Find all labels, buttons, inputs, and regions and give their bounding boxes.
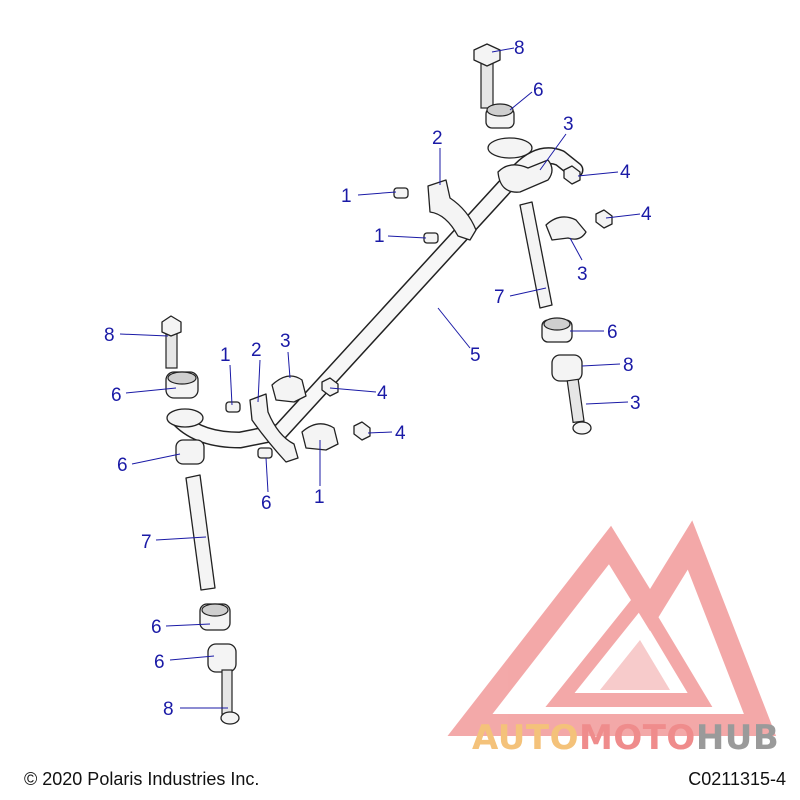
bolt-lower-left xyxy=(220,669,240,725)
callout-label: 8 xyxy=(623,355,634,376)
nut-right-upper xyxy=(563,165,581,185)
watermark-hub: HUB xyxy=(695,718,780,758)
bolt-upper-a xyxy=(393,187,409,199)
watermark-moto: MOTO xyxy=(578,718,696,758)
link-rod-left xyxy=(185,474,216,591)
bolt-upper-right xyxy=(473,43,501,109)
callout-label: 6 xyxy=(111,385,122,406)
callout-label: 3 xyxy=(577,264,588,285)
watermark-text: AUTOMOTOHUB xyxy=(472,718,779,758)
callout-label: 1 xyxy=(341,186,352,207)
callout-label: 6 xyxy=(117,455,128,476)
nut-left-upper xyxy=(321,377,339,397)
bushing-right-lower-b xyxy=(551,354,583,382)
callout-label: 8 xyxy=(104,325,115,346)
callout-label: 4 xyxy=(377,383,388,404)
callout-label: 8 xyxy=(514,38,525,59)
bracket-upper xyxy=(427,179,477,241)
bolt-lower-a xyxy=(225,401,241,413)
clamp-left-upper xyxy=(271,375,307,403)
callout-label: 6 xyxy=(533,80,544,101)
bushing-upper-left xyxy=(165,371,199,399)
watermark-logo xyxy=(447,520,777,736)
callout-label: 3 xyxy=(280,331,291,352)
callout-label: 6 xyxy=(607,322,618,343)
leader-lines xyxy=(119,47,641,709)
clamp-left-lower xyxy=(301,423,339,451)
bushing-upper-right xyxy=(485,103,515,129)
clamp-right-upper xyxy=(497,159,553,193)
callout-label: 7 xyxy=(141,532,152,553)
callout-label: 5 xyxy=(470,345,481,366)
bushing-left-lower-b xyxy=(207,643,237,673)
callout-label: 4 xyxy=(620,162,631,183)
figure-code: C0211315-4 xyxy=(688,769,786,789)
callout-label: 2 xyxy=(251,340,262,361)
nut-right-lower xyxy=(595,209,613,229)
bolt-lower-b xyxy=(257,447,273,459)
callout-label: 3 xyxy=(630,393,641,414)
watermark-auto: AUTO xyxy=(472,718,579,758)
callout-label: 8 xyxy=(163,699,174,720)
callout-label: 1 xyxy=(220,345,231,366)
copyright-text: © 2020 Polaris Industries Inc. xyxy=(24,769,260,789)
callout-label: 4 xyxy=(641,204,652,225)
callout-label: 7 xyxy=(494,287,505,308)
link-rod-right xyxy=(519,201,553,309)
callout-label: 6 xyxy=(154,652,165,673)
bushing-left-lower-a xyxy=(199,603,231,631)
callout-label: 1 xyxy=(374,226,385,247)
callout-labels: 8 6 3 4 2 1 1 4 3 7 5 8 6 6 1 2 3 4 4 6 … xyxy=(104,38,652,720)
callout-label: 3 xyxy=(563,114,574,135)
clamp-right-lower xyxy=(545,216,587,241)
callout-label: 4 xyxy=(395,423,406,444)
bushing-left-mid xyxy=(175,439,205,465)
nut-left-lower xyxy=(353,421,371,441)
callout-label: 1 xyxy=(314,487,325,508)
bolt-upper-left xyxy=(161,315,182,369)
callout-label: 6 xyxy=(151,617,162,638)
bolt-upper-b xyxy=(423,232,439,244)
bushing-right-lower-a xyxy=(541,317,573,343)
callout-label: 2 xyxy=(432,128,443,149)
bracket-lower xyxy=(249,393,299,463)
bolt-lower-right xyxy=(566,378,592,435)
callout-label: 6 xyxy=(261,493,272,514)
